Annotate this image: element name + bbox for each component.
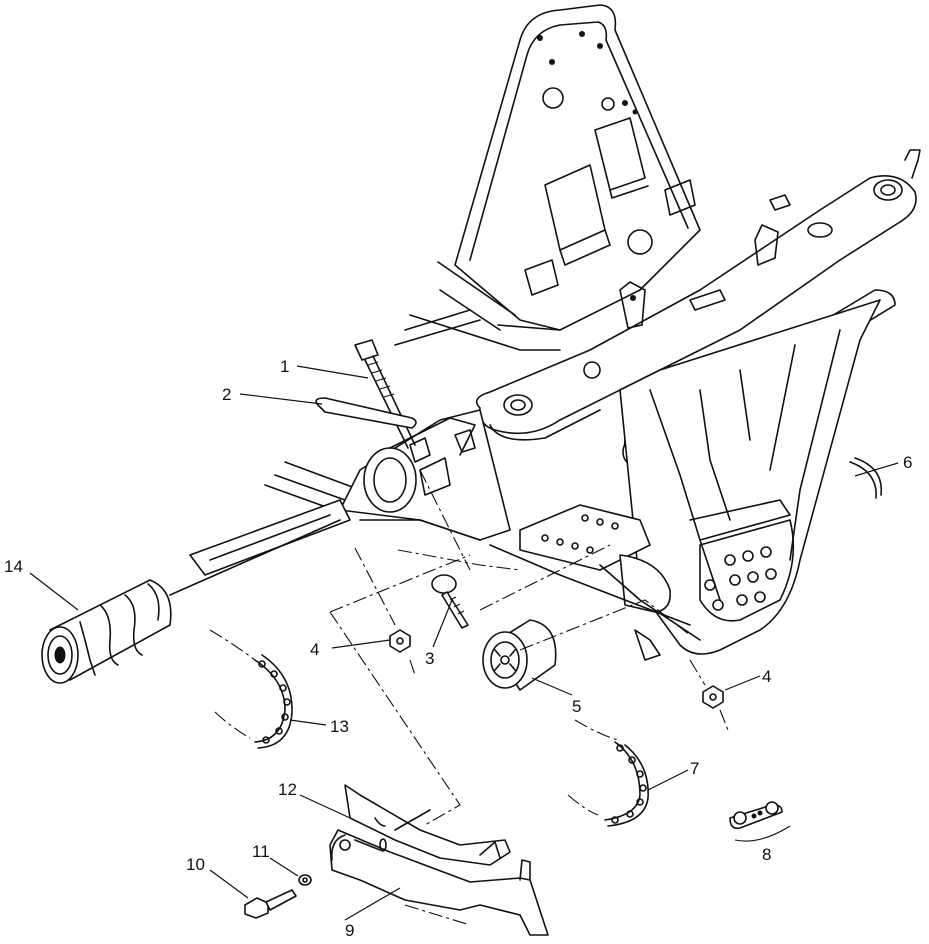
callout-3: 3 bbox=[425, 649, 434, 668]
callout-11: 11 bbox=[252, 842, 270, 861]
cross-member bbox=[475, 149, 921, 441]
chain-guard-12 bbox=[344, 784, 511, 866]
link-plate-2 bbox=[315, 397, 417, 429]
callout-10: 10 bbox=[186, 855, 205, 874]
callout-12: 12 bbox=[278, 780, 297, 799]
callout-2: 2 bbox=[222, 385, 231, 404]
bolt-10 bbox=[244, 889, 297, 919]
nut-4-left bbox=[389, 629, 411, 653]
chain-7 bbox=[567, 719, 649, 827]
callout-4-right: 4 bbox=[762, 667, 771, 686]
chain-13 bbox=[209, 629, 293, 749]
assembly-guide-lines bbox=[329, 469, 729, 826]
chain-guard-9 bbox=[329, 829, 549, 936]
front-bumper bbox=[619, 289, 896, 655]
callout-labels: 1 2 3 4 4 5 6 7 8 9 10 11 12 13 14 bbox=[4, 357, 912, 940]
roller-5 bbox=[482, 619, 557, 691]
leader-lines bbox=[29, 365, 899, 921]
callout-8: 8 bbox=[762, 845, 771, 864]
callout-5: 5 bbox=[572, 697, 581, 716]
bolt-1 bbox=[354, 339, 416, 449]
chain-link-8 bbox=[729, 801, 791, 842]
nut-4-right bbox=[702, 685, 724, 709]
callout-13: 13 bbox=[330, 717, 349, 736]
clip-6 bbox=[849, 457, 883, 499]
callout-4-left: 4 bbox=[310, 640, 319, 659]
spool-14 bbox=[41, 519, 341, 684]
callout-14: 14 bbox=[4, 557, 23, 576]
frame-plate bbox=[454, 4, 701, 331]
callout-1: 1 bbox=[280, 357, 289, 376]
callout-9: 9 bbox=[345, 921, 354, 940]
washer-11 bbox=[298, 874, 312, 886]
pivot-housing bbox=[189, 409, 511, 576]
callout-6: 6 bbox=[903, 453, 912, 472]
callout-7: 7 bbox=[690, 759, 699, 778]
lower-bracket bbox=[489, 504, 701, 661]
bolt-3 bbox=[431, 574, 469, 629]
